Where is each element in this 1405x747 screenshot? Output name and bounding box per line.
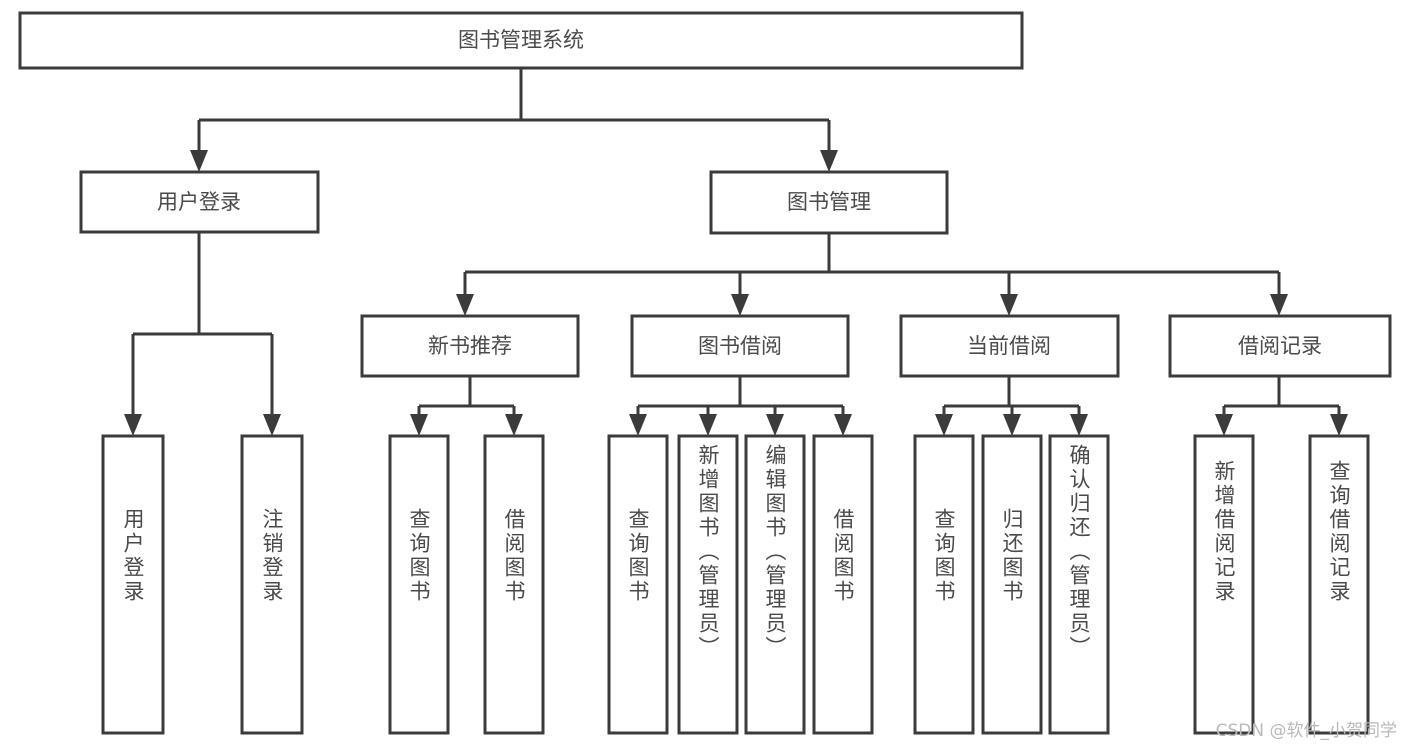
leaf-box-cb-confirm-return[interactable] xyxy=(1048,434,1110,735)
arrow-head-leaf-user-login-2 xyxy=(263,414,281,436)
node-user-login[interactable] xyxy=(79,170,320,234)
arrow-head-leaf-bb-1 xyxy=(629,414,647,436)
arrow-head-leaf-cb-2 xyxy=(1003,414,1021,436)
connector-group-current-borrow xyxy=(935,376,1088,436)
leaf-box-nbr-borrow-book[interactable] xyxy=(483,434,545,735)
node-current-borrow[interactable] xyxy=(899,314,1120,378)
connector-group-root xyxy=(190,68,838,172)
node-borrow-record-label: 借阅记录 xyxy=(1238,334,1322,358)
node-root-system[interactable] xyxy=(18,11,1024,70)
connector-group-new-book-recommend xyxy=(410,376,523,436)
leaf-box-br-query-record[interactable] xyxy=(1308,434,1370,735)
arrow-head-leaf-br-1 xyxy=(1215,414,1233,436)
arrow-head-leaf-bb-3 xyxy=(766,414,784,436)
leaf-box-cb-query-book[interactable] xyxy=(913,434,975,735)
arrow-head-leaf-user-login-1 xyxy=(124,414,142,436)
arrow-head-leaf-cb-1 xyxy=(935,414,953,436)
arrow-head-leaf-br-2 xyxy=(1330,414,1348,436)
node-borrow-record[interactable] xyxy=(1168,314,1392,378)
node-book-borrow-label: 图书借阅 xyxy=(698,334,782,358)
arrow-head-leaf-bb-2 xyxy=(699,414,717,436)
leaf-box-bb-edit-book[interactable] xyxy=(744,434,806,735)
node-book-management-label: 图书管理 xyxy=(787,190,871,214)
arrow-head-borrow-record xyxy=(1270,294,1288,316)
leaf-box-bb-borrow-book[interactable] xyxy=(812,434,874,735)
node-user-login-label: 用户登录 xyxy=(157,190,241,214)
arrow-head-leaf-nbr-2 xyxy=(505,414,523,436)
leaf-box-bb-query-book[interactable] xyxy=(607,434,669,735)
leaf-box-cb-return-book[interactable] xyxy=(981,434,1043,735)
arrow-head-current-borrow xyxy=(1000,294,1018,316)
leaf-box-nbr-query-book[interactable] xyxy=(388,434,450,735)
connector-group-book-borrow xyxy=(629,376,852,436)
leaf-box-br-add-record[interactable] xyxy=(1193,434,1255,735)
node-book-borrow[interactable] xyxy=(630,314,850,378)
arrow-head-leaf-bb-4 xyxy=(834,414,852,436)
connector-group-book-mgmt xyxy=(456,233,1288,316)
arrow-head-book-mgmt xyxy=(820,150,838,172)
node-new-book-recommend-label: 新书推荐 xyxy=(428,334,512,358)
leaf-box-bb-add-book[interactable] xyxy=(677,434,739,735)
node-new-book-recommend[interactable] xyxy=(360,314,580,378)
leaf-box-user-login-login[interactable] xyxy=(101,434,165,735)
node-current-borrow-label: 当前借阅 xyxy=(967,334,1051,358)
arrow-head-book-borrow xyxy=(731,294,749,316)
arrow-head-new-book-recommend xyxy=(456,294,474,316)
node-root-system-label: 图书管理系统 xyxy=(458,28,584,52)
arrow-head-leaf-nbr-1 xyxy=(410,414,428,436)
connector-group-user-login xyxy=(124,232,281,436)
arrow-head-user-login xyxy=(190,150,208,172)
connector-group-borrow-record xyxy=(1215,376,1348,436)
arrow-head-leaf-cb-3 xyxy=(1070,414,1088,436)
leaf-box-user-login-logout[interactable] xyxy=(240,434,304,735)
node-book-management[interactable] xyxy=(709,170,949,235)
